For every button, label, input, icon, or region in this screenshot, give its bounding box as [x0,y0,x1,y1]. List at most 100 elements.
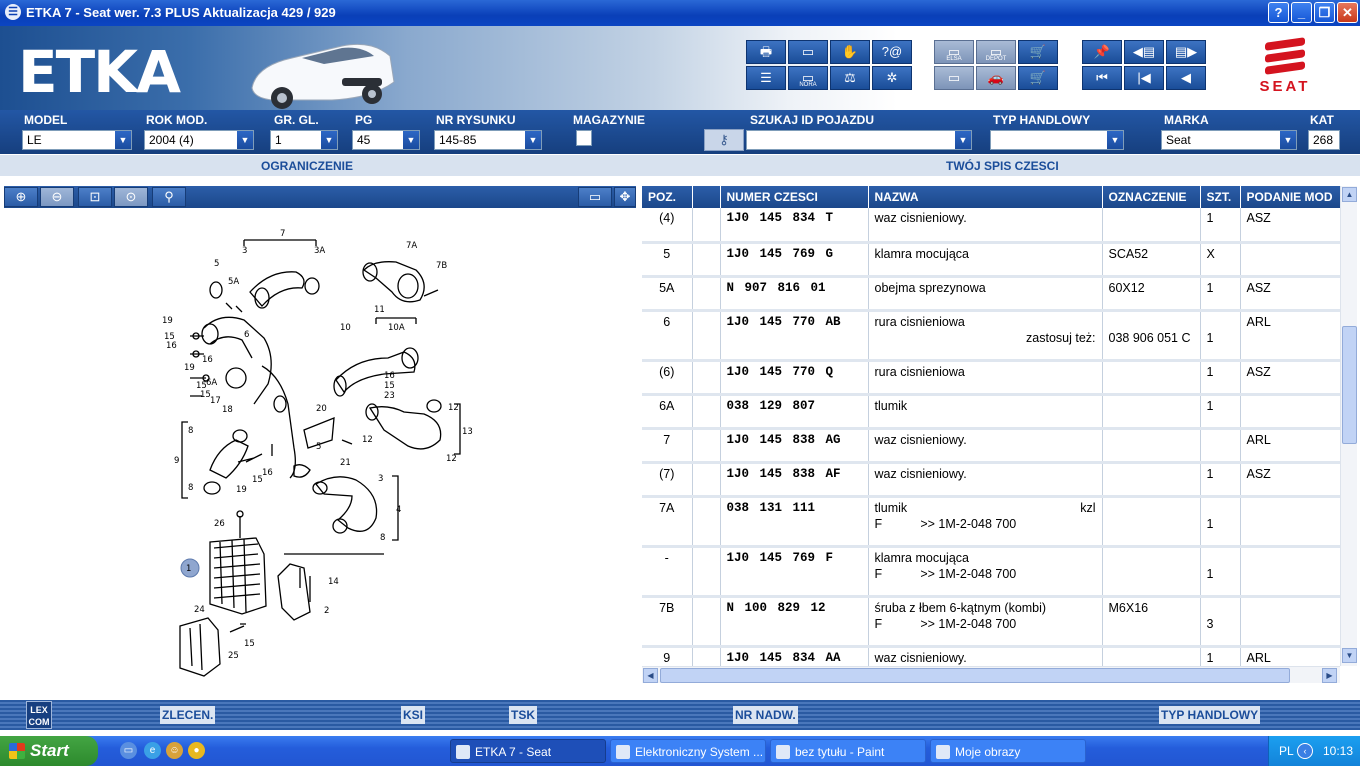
cell-szt[interactable]: 1 [1200,496,1241,548]
handshake-icon[interactable]: ✋ [830,40,870,64]
cell-nazwa[interactable]: tlumik [868,394,1103,430]
typ-handlowy-button[interactable]: TYP HANDLOWY [1159,706,1261,724]
key-icon[interactable]: ⚷ [704,129,744,151]
horizontal-scrollbar[interactable]: ◀ ▶ [642,666,1340,683]
header-nazwa[interactable]: NAZWA [868,186,1103,208]
chevron-down-icon[interactable]: ▼ [237,131,253,149]
cell-podanie[interactable] [1240,242,1340,278]
cell-numer[interactable]: 038 131 111 [720,496,869,548]
cell-oznaczenie[interactable] [1102,462,1201,498]
cell-poz[interactable]: 5A [642,276,693,312]
lexcom-logo[interactable]: LEX COM [26,701,52,729]
cell-podanie[interactable]: ARL [1240,646,1340,666]
cell-szt[interactable] [1200,428,1241,464]
ograniczenie-label[interactable]: OGRANICZENIE [261,159,354,173]
zlecen-button[interactable]: ZLECEN. [160,706,216,724]
cell-blank[interactable] [692,276,721,312]
header-numer[interactable]: NUMER CZESCI [720,186,869,208]
elsa-icon[interactable]: ▭ELSA [934,40,974,64]
cell-numer[interactable]: 1J0 145 769 F [720,546,869,598]
spis-czesci-label[interactable]: TWÓJ SPIS CZESCI [946,159,1059,173]
fit-width-icon[interactable]: ▭ [578,187,612,207]
cell-poz[interactable]: 5 [642,242,693,278]
cell-podanie[interactable]: ASZ [1240,208,1340,244]
cell-numer[interactable]: 1J0 145 834 T [720,208,869,244]
cell-poz[interactable]: (6) [642,360,693,396]
first-page-icon[interactable]: ⏮ [1082,66,1122,90]
cell-oznaczenie[interactable] [1102,428,1201,464]
cell-podanie[interactable]: ARL [1240,310,1340,362]
vertical-scrollbar[interactable]: ▲ ▼ [1340,186,1357,666]
cell-blank[interactable] [692,546,721,598]
chevron-down-icon[interactable]: ▼ [1280,131,1296,149]
cell-szt[interactable]: X [1200,242,1241,278]
cell-szt[interactable]: 1 [1200,546,1241,598]
cell-podanie[interactable]: ASZ [1240,462,1340,498]
cell-nazwa[interactable]: waz cisnieniowy. [868,462,1103,498]
cell-blank[interactable] [692,360,721,396]
restore-button[interactable]: ❐ [1314,2,1335,23]
cell-podanie[interactable] [1240,546,1340,598]
cell-numer[interactable]: 1J0 145 838 AF [720,462,869,498]
task-paint[interactable]: bez tytułu - Paint [770,739,926,763]
ie-icon[interactable]: e [144,742,161,759]
pg-select[interactable]: 45▼ [352,130,420,150]
cell-poz[interactable]: 6 [642,310,693,362]
cell-nazwa[interactable]: śruba z łbem 6-kątnym (kombi)F >> 1M-2-0… [868,596,1103,648]
move-icon[interactable]: ✥ [614,187,636,207]
cell-podanie[interactable]: ASZ [1240,360,1340,396]
cell-nazwa[interactable]: waz cisnieniowy. [868,646,1103,666]
cell-oznaczenie[interactable] [1102,360,1201,396]
magazynie-checkbox[interactable] [576,130,592,146]
cell-poz[interactable]: 7 [642,428,693,464]
cell-blank[interactable] [692,208,721,244]
cell-blank[interactable] [692,462,721,498]
cell-poz[interactable]: 7A [642,496,693,548]
at-sign-icon[interactable]: ?@ [872,40,912,64]
cell-szt[interactable]: 1 [1200,208,1241,244]
list-icon[interactable]: ☰ [746,66,786,90]
scroll-up-icon[interactable]: ▲ [1342,187,1357,202]
cell-oznaczenie[interactable]: SCA52 [1102,242,1201,278]
typ-handlowy-select[interactable]: ▼ [990,130,1124,150]
marka-select[interactable]: Seat▼ [1161,130,1297,150]
scale-icon[interactable]: ⚖ [830,66,870,90]
nr-nadw-button[interactable]: NR NADW. [733,706,798,724]
chevron-down-icon[interactable]: ▼ [955,131,971,149]
cell-numer[interactable]: N 907 816 01 [720,276,869,312]
task-elektroniczny[interactable]: Elektroniczny System ... [610,739,766,763]
cell-blank[interactable] [692,496,721,548]
cell-podanie[interactable] [1240,394,1340,430]
scroll-right-icon[interactable]: ▶ [1322,668,1337,683]
cell-nazwa[interactable]: waz cisnieniowy. [868,208,1103,244]
task-moje-obrazy[interactable]: Moje obrazy [930,739,1086,763]
cell-podanie[interactable]: ASZ [1240,276,1340,312]
ksi-button[interactable]: KSI [401,706,426,724]
cell-podanie[interactable] [1240,496,1340,548]
nr-rysunku-select[interactable]: 145-85▼ [434,130,542,150]
header-poz[interactable]: POZ. [642,186,693,208]
cell-oznaczenie[interactable] [1102,646,1201,666]
cell-numer[interactable]: 1J0 145 770 AB [720,310,869,362]
cell-poz[interactable]: 6A [642,394,693,430]
cell-oznaczenie[interactable]: 038 906 051 C [1102,310,1201,362]
prev-page-icon[interactable]: ◀▤ [1124,40,1164,64]
messenger-icon[interactable]: ☺ [166,742,183,759]
cart-icon[interactable]: 🛒 [1018,40,1058,64]
cell-blank[interactable] [692,646,721,666]
scroll-thumb[interactable] [1342,326,1357,444]
cell-szt[interactable]: 1 [1200,646,1241,666]
zoom-out-icon[interactable]: ⊖ [40,187,74,207]
cell-poz[interactable]: (4) [642,208,693,244]
cell-nazwa[interactable]: rura cisnieniowa [868,360,1103,396]
header-szt[interactable]: SZT. [1200,186,1241,208]
